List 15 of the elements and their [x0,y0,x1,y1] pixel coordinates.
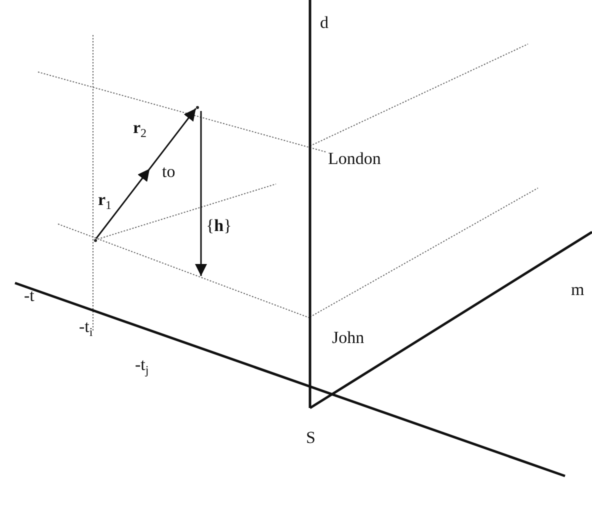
tick-label: -t$_{i}$ [79,318,93,335]
axis-label: -t [24,287,34,304]
tick-label: S [306,429,316,446]
category-label: John [332,329,364,346]
relation-label: to [162,163,176,180]
category-label: London [328,150,381,167]
axis-label: d [320,14,328,31]
arrow [96,108,196,239]
vector-label: r$_{1}$ [98,191,112,208]
set-label: {h} [206,217,232,234]
point-dot [94,238,96,242]
axis-label: m [571,281,584,298]
vector-label: r$_{2}$ [133,119,147,136]
point-dot [196,106,198,108]
arrow [195,111,207,276]
